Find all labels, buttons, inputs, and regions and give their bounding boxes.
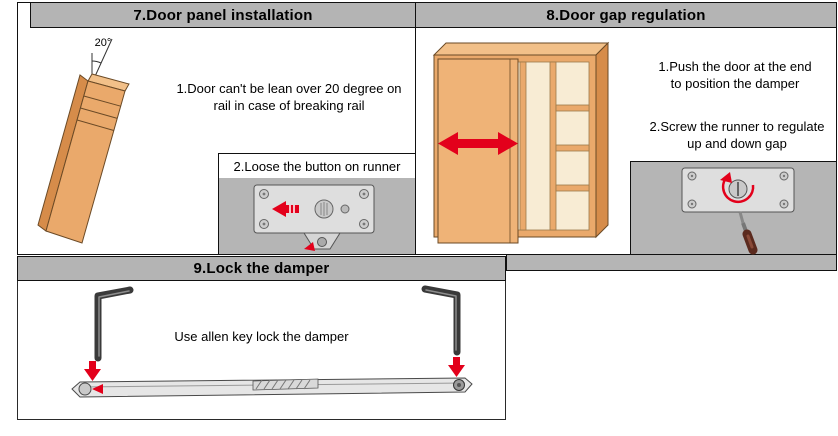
panel7-title: 7.Door panel installation xyxy=(133,6,313,24)
panel8-title: 8.Door gap regulation xyxy=(546,6,706,24)
panel9-title: 9.Lock the damper xyxy=(193,260,330,277)
runner-plate xyxy=(681,167,794,212)
leaning-door-panel xyxy=(37,73,130,244)
panel8-note-2: 2.Screw the runner to regulate up and do… xyxy=(649,119,825,151)
runner-illustration-area xyxy=(219,178,415,254)
wheel-pointer-arrow-icon xyxy=(304,242,315,251)
sliding-door xyxy=(437,58,519,244)
panel8-note-1: 1.Push the door at the end to position t… xyxy=(658,59,812,91)
runner-wheel-bracket xyxy=(303,232,341,251)
runner-box-title: 2.Loose the button on runner xyxy=(219,154,415,179)
panel7-note: 1.Door can't be lean over 20 degree on r… xyxy=(176,81,402,113)
rail-illustration xyxy=(71,377,473,398)
press-down-arrow-left-icon xyxy=(84,361,101,381)
damper-mechanism xyxy=(252,378,319,391)
panel9-header: 9.Lock the damper xyxy=(17,256,506,281)
panel7-header: 7.Door panel installation xyxy=(30,2,416,28)
panel-door-installation: 7.Door panel installation 20° 1.Door can… xyxy=(17,2,416,255)
allen-key-rail-illustration xyxy=(71,285,473,398)
slide-direction-double-arrow-icon xyxy=(438,132,518,155)
runner-box: 2.Loose the button on runner xyxy=(218,153,416,255)
wardrobe-illustration xyxy=(432,41,610,244)
press-down-arrow-right-icon xyxy=(448,357,465,377)
angle-label: 20° xyxy=(95,37,112,49)
damper-push-arrow-icon xyxy=(92,384,103,394)
allen-key-right xyxy=(421,285,461,356)
runner-illustration xyxy=(253,184,375,251)
screwdriver xyxy=(738,211,757,254)
rotation-arrow-icon xyxy=(719,171,754,203)
leaning-door-illustration: 20° xyxy=(37,37,130,244)
cabinet-shelves xyxy=(519,61,590,231)
runner-plate xyxy=(253,184,375,234)
panel8-header: 8.Door gap regulation xyxy=(415,2,837,28)
illustration-bg-extension xyxy=(506,255,837,271)
panel9-note: Use allen key lock the damper xyxy=(174,329,349,344)
panel-door-gap-regulation: 8.Door gap regulation xyxy=(415,2,837,255)
runner-adjust-illustration-area xyxy=(630,161,836,254)
allen-key-left xyxy=(94,286,134,362)
runner-screwdriver-illustration xyxy=(681,167,794,254)
panel-lock-damper-content: Use allen key lock the damper xyxy=(17,281,506,420)
push-left-arrow-icon xyxy=(272,201,299,217)
